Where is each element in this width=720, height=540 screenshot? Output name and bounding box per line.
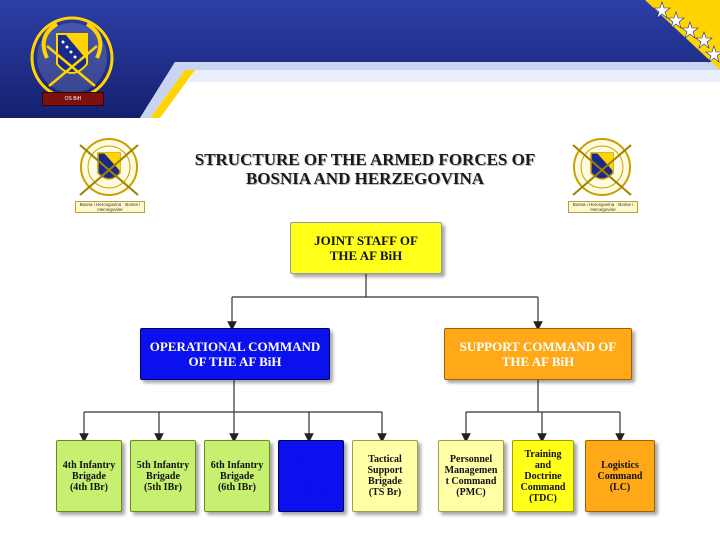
unit-line: Support [367,465,403,476]
support-line-2: THE AF BiH [501,354,575,369]
unit-line: Personnel [449,454,493,465]
unit-line: 4th Infantry [62,459,116,471]
unit-line: (LC) [609,481,631,493]
unit-line: (AF&AD Br) [291,488,331,496]
unit-line: Doctrine [524,470,562,482]
unit-line: (TS Br) [368,487,402,498]
diagram-title: STRUCTURE OF THE ARMED FORCES OF BOSNIA … [160,150,570,188]
unit-line: and [534,459,552,471]
armed-forces-emblem [27,16,117,110]
unit-line: (4th IBr) [69,481,109,493]
joint-staff-line-2: THE AF BiH [329,248,403,263]
operational-line-2: OF THE AF BiH [188,354,282,369]
unit-line: (TDC) [529,492,557,504]
unit-line: Logistics [601,459,639,471]
unit-line: (5th IBr) [143,481,183,493]
unit-line: Training [524,448,562,460]
unit-line: Managemen [444,465,498,476]
unit-line: Brigade [72,470,106,482]
unit-air-force-air-defence-brigade: Air Force and Air Defence Brigade (AF&AD… [278,440,344,512]
title-line-2: BOSNIA AND HERZEGOVINA [245,169,485,188]
title-line-1: STRUCTURE OF THE ARMED FORCES OF [194,150,536,169]
seal-left-label: Bosna i Hercegovina · Bosne i Hercegovin… [75,201,145,213]
unit-line: Defence [299,472,323,480]
header-band: OS BiH [0,0,720,118]
unit-line: Command [520,481,566,493]
unit-line: Command [597,470,643,482]
operational-command-box: OPERATIONAL COMMAND OF THE AF BiH [140,328,330,380]
unit-line: Brigade [146,470,180,482]
unit-5th-infantry-brigade: 5th Infantry Brigade (5th IBr) [130,440,196,512]
unit-tactical-support-brigade: Tactical Support Brigade (TS Br) [352,440,418,512]
unit-6th-infantry-brigade: 6th Infantry Brigade (6th IBr) [204,440,270,512]
unit-line: 5th Infantry [136,459,190,471]
support-command-box: SUPPORT COMMAND OF THE AF BiH [444,328,632,380]
unit-line: and Air [299,464,323,472]
operational-line-1: OPERATIONAL COMMAND [149,339,321,354]
joint-staff-line-1: JOINT STAFF OF [314,233,418,248]
emblem-ribbon: OS BiH [42,92,104,106]
unit-line: Air Force [296,456,326,464]
seal-right: Bosna i Hercegovina · Bosne i Hercegovin… [555,137,649,217]
unit-line: 6th Infantry [210,459,264,471]
unit-line: Brigade [368,476,402,487]
unit-training-doctrine-command: Training and Doctrine Command (TDC) [512,440,574,512]
header-background [0,0,720,118]
stars-decoration [650,0,720,70]
unit-personnel-management-command: Personnel Managemen t Command (PMC) [438,440,504,512]
unit-line: (6th IBr) [217,481,257,493]
unit-line: (PMC) [456,487,486,498]
unit-4th-infantry-brigade: 4th Infantry Brigade (4th IBr) [56,440,122,512]
support-line-1: SUPPORT COMMAND OF [459,339,617,354]
joint-staff-box: JOINT STAFF OF THE AF BiH [290,222,442,274]
unit-line: Brigade [299,480,323,488]
seal-right-label: Bosna i Hercegovina · Bosne i Hercegovin… [568,201,638,213]
seal-left: Bosna i Hercegovina · Bosne i Hercegovin… [62,137,156,217]
unit-line: t Command [445,476,497,487]
unit-line: Brigade [220,470,254,482]
unit-logistics-command: Logistics Command (LC) [585,440,655,512]
unit-line: Tactical [368,454,402,465]
